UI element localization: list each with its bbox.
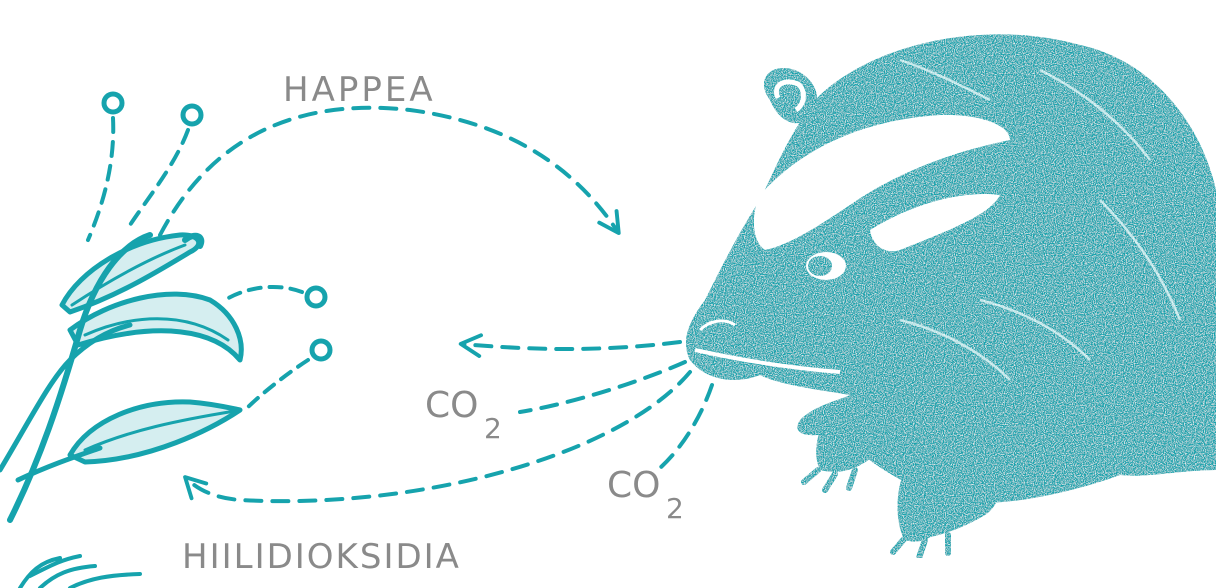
co2-lower-main: CO [607,465,660,506]
co2-label-lower: CO 2 [607,465,684,525]
grass-sprig [20,556,140,588]
oxygen-arrow [160,108,618,235]
co2-arrow-middle [520,362,685,412]
co2-lower-subscript: 2 [666,492,684,525]
co2-arrow-upper [462,342,680,349]
badger-paw-right [898,459,1000,540]
co2-upper-subscript: 2 [484,412,502,445]
leaf-lower [70,402,240,462]
badger-illustration [686,34,1216,558]
badger-ear [764,68,817,123]
oxygen-label: HAPPEA [283,70,436,110]
co2-upper-main: CO [425,385,478,426]
exchange-arrows [160,108,712,501]
carbon-dioxide-label: HIILIDIOKSIDIA [182,537,461,577]
bubble-4 [312,341,330,359]
bubble-2 [183,106,201,124]
co2-arrow-down [660,385,712,468]
co2-label-upper: CO 2 [425,385,502,445]
bubble-1 [104,94,122,112]
bubble-3 [307,288,325,306]
plant-illustration [0,235,241,588]
